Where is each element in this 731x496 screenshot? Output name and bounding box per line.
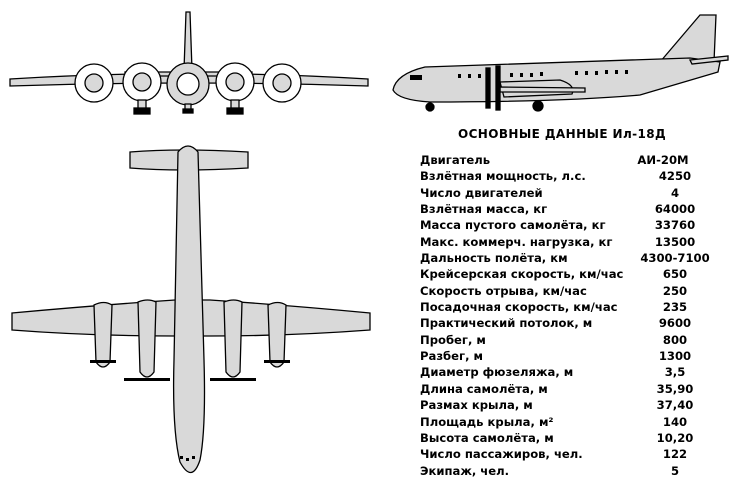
side-propeller-2 (495, 65, 501, 111)
spec-row: Высота самолёта, м 10,20 (420, 431, 725, 447)
side-view (392, 14, 729, 112)
side-wing (499, 86, 586, 93)
spec-label: Размах крыла, м (420, 398, 533, 413)
spec-value: 13500 (654, 234, 696, 249)
spec-row: Площадь крыла, м² 140 (420, 415, 725, 431)
spec-row: Взлётная мощность, л.с. 4250 (420, 169, 725, 185)
spec-label: Площадь крыла, м² (420, 414, 554, 429)
spec-label: Скорость отрыва, км/час (420, 283, 587, 298)
side-main-wheel (532, 100, 544, 112)
top-fuselage (172, 145, 206, 474)
spec-label: Макс. коммерч. нагрузка, кг (420, 234, 613, 249)
spec-row: Двигатель АИ-20М (420, 153, 725, 169)
side-fin (658, 14, 717, 63)
spec-label: Длина самолёта, м (420, 381, 548, 396)
spec-value: АИ-20М (637, 153, 689, 167)
spec-row: Пробег, м 800 (420, 333, 725, 349)
side-propeller-1 (485, 67, 491, 109)
spec-row: Скорость отрыва, км/час 250 (420, 284, 725, 300)
spec-label: Крейсерская скорость, км/час (420, 267, 624, 282)
spec-value: 35,90 (656, 381, 694, 396)
spec-row: Практический потолок, м 9600 (420, 316, 725, 332)
spec-value: 3,5 (664, 365, 686, 380)
spec-label: Дальность полёта, км (420, 251, 568, 266)
spec-value: 140 (662, 414, 688, 429)
spec-label: Разбег, м (420, 349, 483, 364)
spec-label: Взлётная масса, кг (420, 202, 548, 217)
top-windows (180, 456, 195, 461)
spec-value: 4250 (658, 169, 692, 184)
front-landing-gear (133, 99, 244, 115)
side-nose-wheel (425, 102, 435, 112)
side-windows (410, 70, 628, 80)
spec-row: Диаметр фюзеляжа, м 3,5 (420, 365, 725, 381)
spec-value: 4 (670, 185, 680, 200)
spec-row: Разбег, м 1300 (420, 349, 725, 365)
spec-title: ОСНОВНЫЕ ДАННЫЕ Ил-18Д (458, 127, 667, 141)
spec-value: 33760 (654, 218, 696, 233)
spec-label: Диаметр фюзеляжа, м (420, 365, 574, 380)
spec-row: Число пассажиров, чел. 122 (420, 447, 725, 463)
spec-label: Двигатель (420, 153, 491, 167)
spec-row: Масса пустого самолёта, кг 33760 (420, 218, 725, 234)
spec-row: Макс. коммерч. нагрузка, кг 13500 (420, 235, 725, 251)
spec-value: 650 (662, 267, 688, 282)
spec-row: Экипаж, чел. 5 (420, 464, 725, 480)
spec-row: Дальность полёта, км 4300-7100 (420, 251, 725, 267)
spec-row: Размах крыла, м 37,40 (420, 398, 725, 414)
spec-label: Высота самолёта, м (420, 430, 554, 445)
front-view (9, 11, 369, 115)
spec-value: 1300 (658, 349, 692, 364)
spec-label: Число пассажиров, чел. (420, 447, 583, 462)
spec-value: 250 (662, 283, 688, 298)
spec-value: 4300-7100 (640, 251, 710, 266)
spec-label: Число двигателей (420, 185, 543, 200)
top-view (11, 145, 371, 474)
spec-label: Масса пустого самолёта, кг (420, 218, 606, 233)
spec-row: Крейсерская скорость, км/час 650 (420, 267, 725, 283)
front-fin (183, 11, 193, 71)
spec-value: 5 (670, 463, 680, 478)
spec-label: Посадочная скорость, км/час (420, 300, 618, 315)
spec-label: Экипаж, чел. (420, 463, 510, 478)
spec-row: Число двигателей 4 (420, 186, 725, 202)
spec-value: 122 (662, 447, 688, 462)
spec-value: 800 (662, 332, 688, 347)
spec-value: 64000 (654, 202, 696, 217)
side-tailplane (688, 55, 729, 65)
top-propellers (90, 360, 290, 381)
spec-row: Посадочная скорость, км/час 235 (420, 300, 725, 316)
spec-value: 9600 (658, 316, 692, 331)
spec-row: Взлётная масса, кг 64000 (420, 202, 725, 218)
spec-value: 235 (662, 300, 688, 315)
spec-table: Двигатель АИ-20М Взлётная мощность, л.с. 4… (420, 153, 725, 480)
spec-label: Взлётная мощность, л.с. (420, 169, 586, 184)
spec-value: 10,20 (656, 430, 694, 445)
spec-label: Практический потолок, м (420, 316, 593, 331)
spec-row: Длина самолёта, м 35,90 (420, 382, 725, 398)
spec-value: 37,40 (656, 398, 694, 413)
top-nacelles (93, 299, 287, 378)
spec-label: Пробег, м (420, 332, 486, 347)
